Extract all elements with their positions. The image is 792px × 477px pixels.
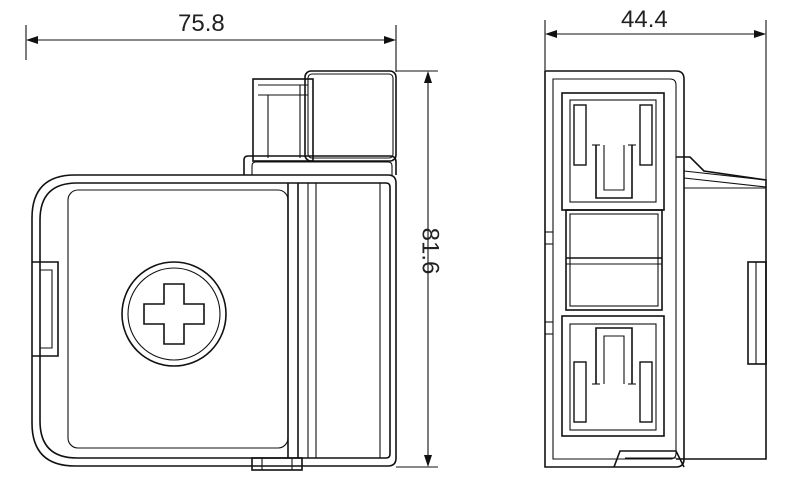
main-cover [31, 174, 397, 471]
height-dimension [396, 70, 438, 468]
height-label: 81.6 [416, 227, 444, 275]
side-view [544, 20, 767, 468]
lower-terminal [561, 315, 665, 437]
cross-slot-icon [143, 283, 205, 345]
front-width-dimension [25, 25, 397, 72]
side-housing [544, 70, 767, 468]
front-view [25, 25, 438, 471]
side-width-dimension [544, 20, 767, 185]
front-width-label: 75.8 [178, 10, 225, 37]
side-width-label: 44.4 [621, 6, 668, 33]
middle-band [565, 209, 663, 311]
top-connector [252, 70, 397, 162]
screw-head [121, 261, 227, 367]
upper-terminal [561, 92, 665, 211]
upper-frame [243, 155, 397, 175]
